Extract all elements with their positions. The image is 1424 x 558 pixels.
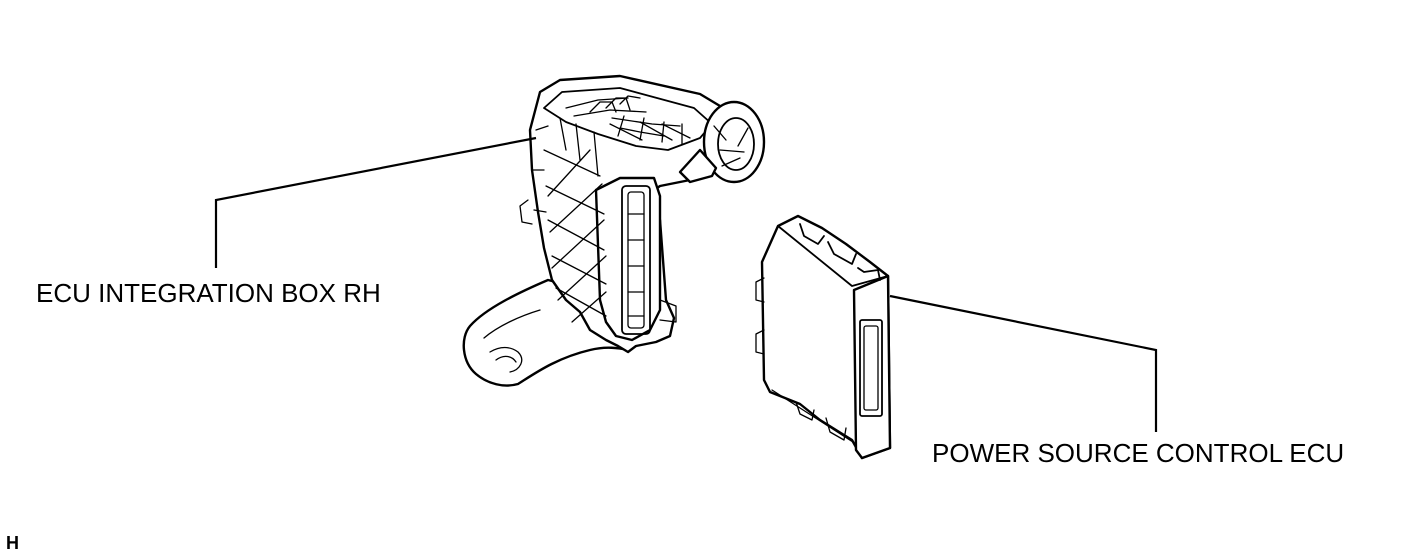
corner-mark: H bbox=[6, 533, 19, 553]
power-source-control-ecu-label: POWER SOURCE CONTROL ECU bbox=[932, 438, 1345, 468]
leader-line-power-ecu bbox=[889, 294, 1158, 432]
leader-line-ecu-box bbox=[214, 136, 537, 268]
ecu-integration-box-label: ECU INTEGRATION BOX RH bbox=[36, 278, 381, 308]
ecu-integration-box-drawing bbox=[462, 74, 766, 387]
leader-lines bbox=[214, 136, 1158, 432]
power-source-control-ecu-drawing bbox=[755, 214, 892, 460]
